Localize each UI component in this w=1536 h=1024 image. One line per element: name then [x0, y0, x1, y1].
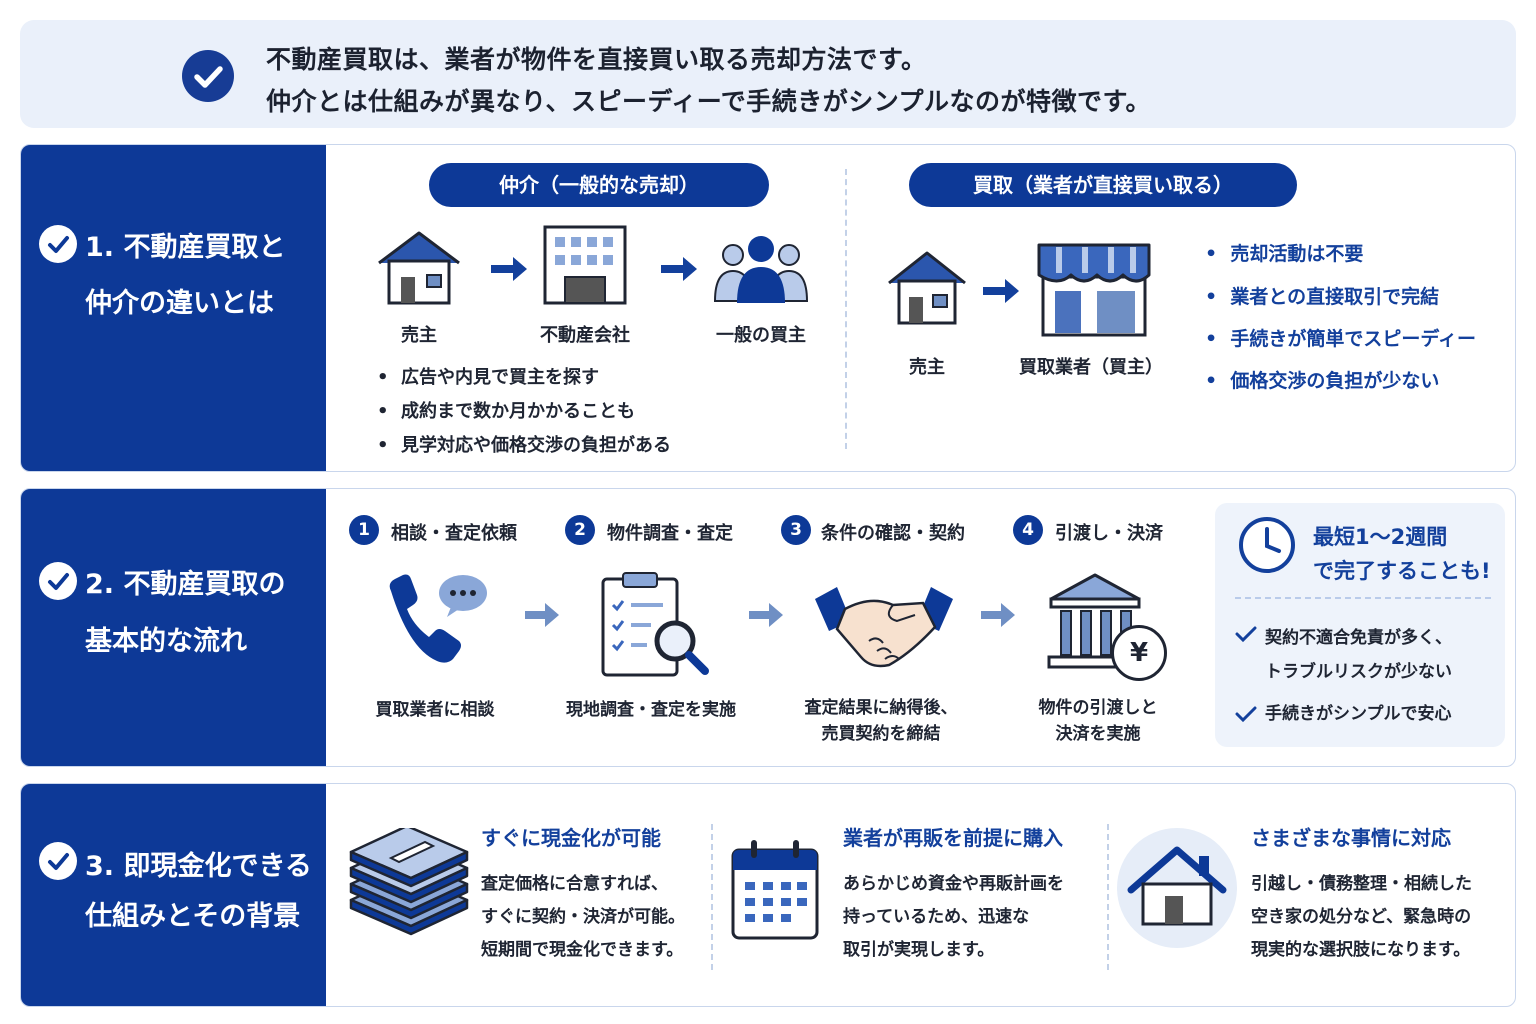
house-circle-icon [1117, 828, 1237, 948]
step-number: 4 [1013, 515, 1043, 545]
chukai-label-agency: 不動産会社 [540, 325, 630, 346]
feature-body: 引越し・債務整理・相続した空き家の処分など、緊急時の現実的な選択肢になります。 [1251, 874, 1472, 960]
step-number: 3 [781, 515, 811, 545]
section-1-title-line-1: 1. 不動産買取と [85, 232, 286, 263]
section-2-title-line-1: 2. 不動産買取の [85, 569, 286, 600]
section-3-header [21, 784, 326, 1006]
section-2-title-line-2: 基本的な流れ [85, 626, 247, 657]
check-circle-icon [182, 50, 234, 102]
kaitori-label-seller: 売主 [909, 357, 945, 378]
arrow-right-icon [749, 603, 783, 627]
feature-body: 査定価格に合意すれば、すぐに契約・決済が可能。短期間で現金化できます。 [481, 874, 685, 960]
highlight-point-1: 契約不適合免責が多く、トラブルリスクが少ない [1265, 628, 1452, 682]
house-icon [885, 249, 969, 325]
intro-banner [20, 20, 1516, 128]
kaitori-bullet: • 売却活動は不要 [1205, 243, 1364, 265]
feature-title: 業者が再販を前提に購入 [843, 826, 1063, 850]
chukai-bullet: • 広告や内見で買主を探す [377, 367, 600, 388]
step-number: 1 [349, 515, 379, 545]
phone-chat-icon [381, 573, 491, 673]
step-desc: 買取業者に相談 [375, 700, 495, 720]
feature-body: あらかじめ資金や再販計画を持っているため、迅速な取引が実現します。 [843, 874, 1064, 960]
clock-icon [1237, 515, 1297, 575]
step-label: 引渡し・決済 [1055, 523, 1163, 544]
step-label: 相談・査定依頼 [391, 523, 517, 544]
section-difference: 1. 不動産買取と 仲介の違いとは 仲介（一般的な売却） [20, 144, 1516, 472]
arrow-right-icon [983, 279, 1019, 303]
kaitori-pill: 買取（業者が直接買い取る） [909, 163, 1297, 207]
column-divider [1107, 824, 1109, 970]
chukai-pill: 仲介（一般的な売却） [429, 163, 769, 207]
chukai-bullet: • 成約まで数か月かかることも [377, 401, 636, 422]
arrow-right-icon [981, 603, 1015, 627]
arrow-right-icon [491, 257, 527, 281]
arrow-right-icon [525, 603, 559, 627]
section-3-title-line-1: 3. 即現金化できる [85, 851, 312, 882]
kaitori-bullet: • 業者との直接取引で完結 [1205, 286, 1440, 308]
step-number: 2 [565, 515, 595, 545]
calendar-icon [731, 838, 819, 940]
kaitori-label-buyer: 買取業者（買主） [1019, 357, 1163, 378]
handshake-icon [811, 585, 957, 671]
clipboard-search-icon [601, 571, 713, 679]
check-icon [1235, 705, 1257, 723]
highlight-divider [1235, 597, 1491, 599]
step-desc: 査定結果に納得後、売買契約を締結 [804, 698, 958, 744]
step-desc: 現地調査・査定を実施 [566, 700, 736, 720]
section-2-header [21, 489, 326, 766]
step-label: 条件の確認・契約 [821, 523, 965, 544]
store-icon [1033, 239, 1155, 337]
house-icon [373, 227, 465, 307]
highlight-title-2: で完了することも! [1313, 559, 1491, 583]
kaitori-bullet: • 手続きが簡単でスピーディー [1205, 328, 1477, 350]
check-icon [1235, 625, 1257, 643]
banner-line-1: 不動産買取は、業者が物件を直接買い取る売却方法です。 [266, 45, 927, 74]
check-circle-icon [39, 562, 77, 600]
section-flow: 2. 不動産買取の 基本的な流れ 1 相談・査定依頼 2 物件調査・査定 3 条… [20, 488, 1516, 767]
chukai-label-seller: 売主 [401, 325, 437, 346]
step-label: 物件調査・査定 [607, 523, 733, 544]
column-divider [845, 169, 847, 449]
arrow-right-icon [661, 257, 697, 281]
banner-line-2: 仲介とは仕組みが異なり、スピーディーで手続きがシンプルなのが特徴です。 [266, 87, 1152, 116]
section-1-title-line-2: 仲介の違いとは [85, 288, 274, 319]
column-divider [711, 824, 713, 970]
chukai-label-buyer: 一般の買主 [716, 325, 806, 346]
section-background: 3. 即現金化できる 仕組みとその背景 すぐに現金化が可能 査定価格に合意すれば… [20, 783, 1516, 1007]
feature-title: さまざまな事情に対応 [1251, 826, 1451, 850]
chukai-bullet: • 見学対応や価格交渉の負担がある [377, 435, 672, 456]
cash-stack-icon [347, 824, 471, 940]
section-1-header [21, 145, 326, 471]
highlight-title-1: 最短1〜2週間 [1313, 525, 1448, 549]
feature-title: すぐに現金化が可能 [481, 826, 661, 850]
office-building-icon [541, 223, 629, 305]
kaitori-bullet: • 価格交渉の負担が少ない [1205, 370, 1440, 392]
highlight-point-2: 手続きがシンプルで安心 [1265, 704, 1452, 724]
section-3-title-line-2: 仕組みとその背景 [85, 901, 301, 932]
step-desc: 物件の引渡しと決済を実施 [1038, 698, 1158, 744]
yen-coin-icon: ¥ [1111, 625, 1167, 681]
check-circle-icon [39, 842, 77, 880]
check-circle-icon [39, 225, 77, 263]
buyers-group-icon [711, 233, 811, 305]
